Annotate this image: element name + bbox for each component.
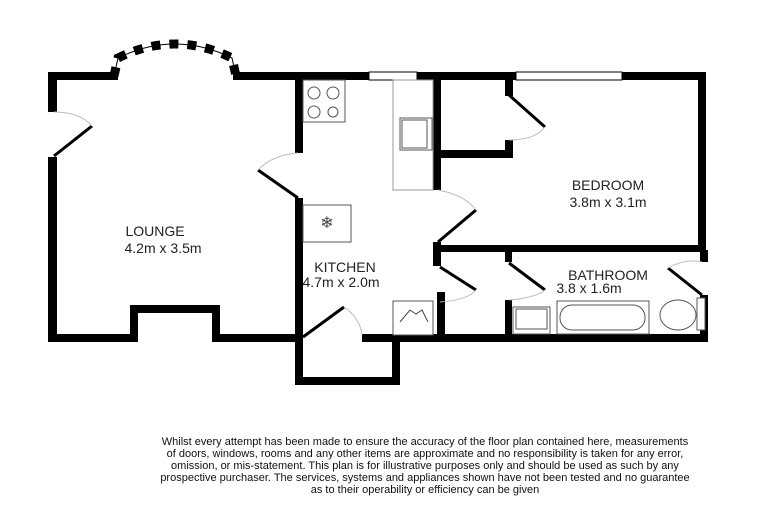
bathroom-size: 3.8 x 1.6m	[556, 280, 621, 296]
disclaimer-line: Whilst every attempt has been made to en…	[161, 436, 689, 448]
bath-icon	[556, 300, 650, 335]
basin-icon	[512, 306, 551, 335]
kitchen-counter	[392, 79, 434, 191]
kitchen-name: KITCHEN	[314, 259, 375, 275]
lounge-size: 4.2m x 3.5m	[124, 240, 201, 256]
lounge-name: LOUNGE	[125, 223, 184, 239]
disclaimer-line: omission, or mis-statement. This plan is…	[171, 460, 679, 472]
svg-text:❄: ❄	[320, 215, 333, 232]
disclaimer-line: of doors, windows, rooms and any other i…	[166, 448, 684, 460]
disclaimer: Whilst every attempt has been made to en…	[80, 436, 768, 496]
disclaimer-line: prospective purchaser. The services, sys…	[160, 472, 690, 484]
fridge-freezer-icon: ❄	[302, 204, 352, 243]
toilet-icon	[659, 297, 706, 331]
walls	[48, 72, 708, 385]
disclaimer-line: as to their operability or efficiency ca…	[310, 484, 540, 496]
boiler-icon	[392, 300, 434, 336]
fixtures: ❄	[302, 79, 706, 336]
room-labels: LOUNGE 4.2m x 3.5m KITCHEN 4.7m x 2.0m B…	[124, 177, 647, 296]
bedroom-size: 3.8m x 3.1m	[569, 194, 646, 210]
doors	[53, 93, 703, 339]
hob-icon	[302, 79, 346, 123]
kitchen-size: 4.7m x 2.0m	[302, 274, 379, 290]
bedroom-name: BEDROOM	[572, 177, 644, 193]
windows	[109, 39, 623, 81]
bathroom-name: BATHROOM	[568, 267, 648, 283]
kitchen-sink-icon	[399, 117, 433, 151]
